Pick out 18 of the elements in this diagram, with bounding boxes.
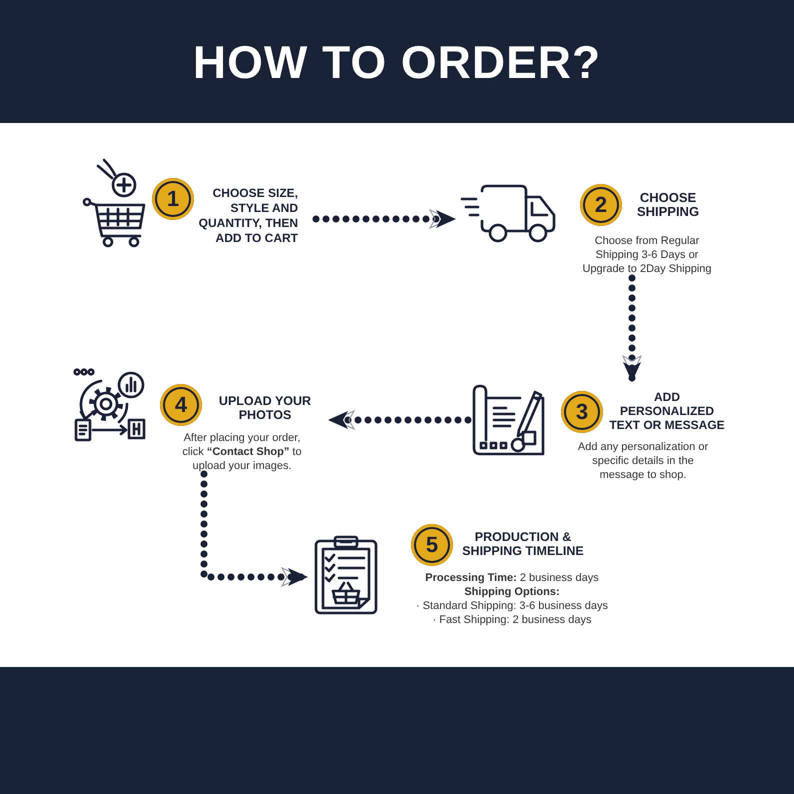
step-description: After placing your order, click “Contact Shop” to upload your images. <box>181 431 303 473</box>
step-number: 2 <box>580 184 622 226</box>
step-description: Add any personalization or specific details in the message to shop. <box>576 440 710 482</box>
step-heading: CHOOSE SIZE, STYLE AND QUANTITY, THEN ADD TO CART <box>198 186 298 246</box>
step-number: 5 <box>411 524 453 566</box>
step-description: · Standard Shipping: 3-6 business days <box>416 599 608 613</box>
step-description: Shipping Options: <box>464 585 560 599</box>
step-heading: ADD PERSONALIZED TEXT OR MESSAGE <box>608 390 726 432</box>
step-description: Choose from Regular Shipping 3-6 Days or Upgrade to 2Day Shipping <box>581 234 713 276</box>
step-number: 3 <box>561 391 603 433</box>
step-number: 1 <box>152 178 194 220</box>
step-heading: CHOOSE SHIPPING <box>636 191 700 219</box>
title: HOW TO ORDER? <box>192 38 602 84</box>
step-heading: PRODUCTION & SHIPPING TIMELINE <box>461 530 585 558</box>
step-number: 4 <box>160 384 202 426</box>
step-description: Processing Time: 2 business days <box>425 571 599 585</box>
step-description: · Fast Shipping: 2 business days <box>432 613 592 627</box>
step-heading: UPLOAD YOUR PHOTOS <box>218 394 312 422</box>
